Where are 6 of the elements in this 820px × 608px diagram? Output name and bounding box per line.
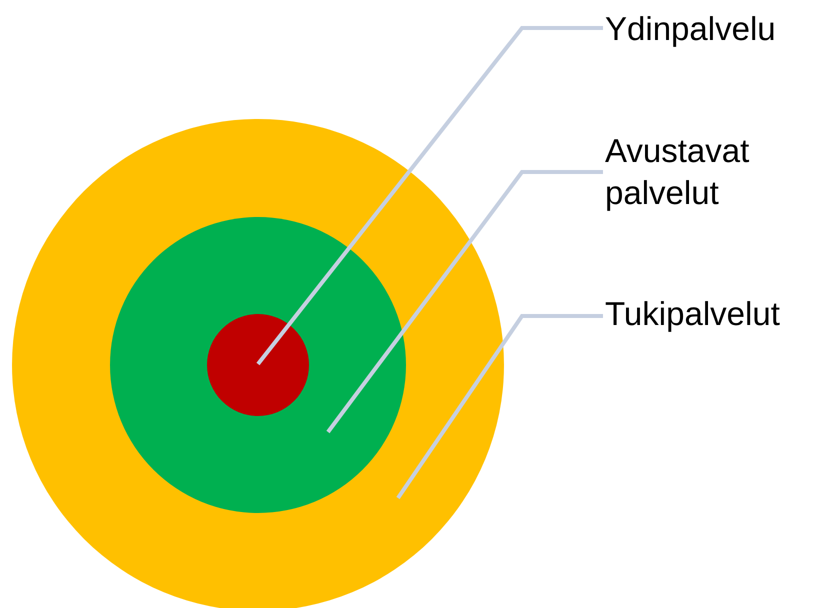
callout-label: Tukipalvelut: [605, 293, 815, 335]
callout-label: Avustavat palvelut: [605, 130, 815, 214]
leader-line: [256, 26, 603, 366]
callout-label: Ydinpalvelu: [605, 8, 815, 50]
leader-line: [396, 314, 603, 500]
leader-line: [326, 170, 603, 434]
